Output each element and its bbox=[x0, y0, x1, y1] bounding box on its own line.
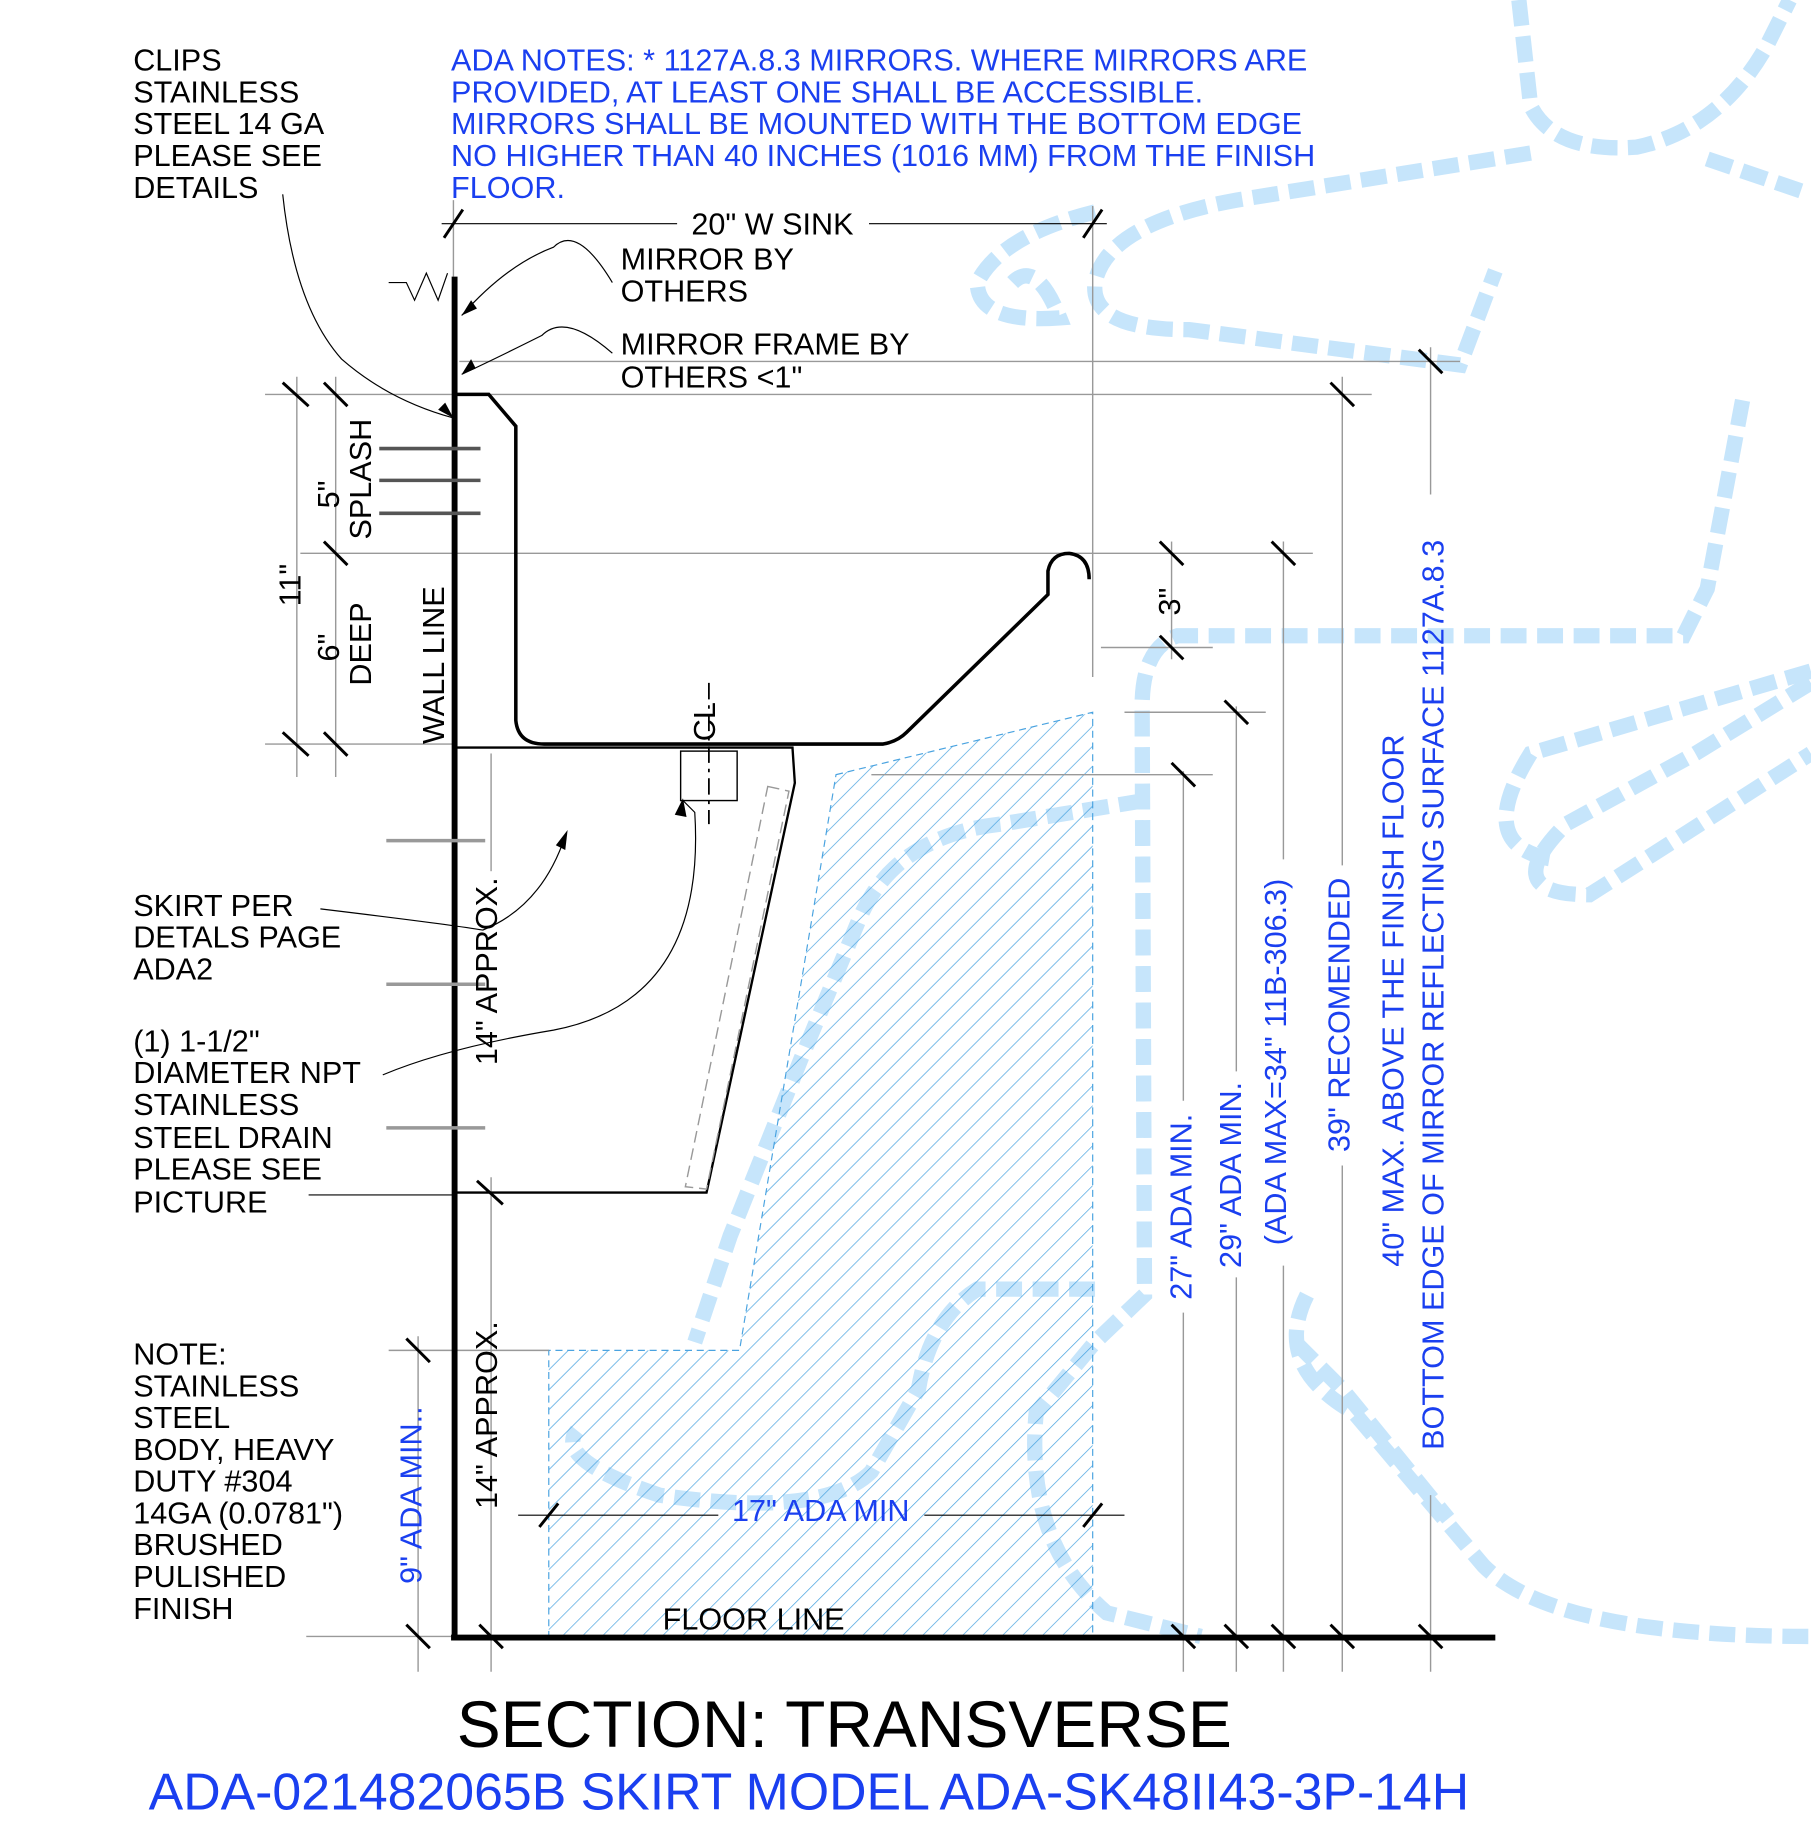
leader-lines bbox=[282, 194, 697, 1196]
dimension-ticks bbox=[281, 208, 1444, 1650]
wall-break-symbol bbox=[388, 271, 449, 302]
skirt-height-dim: 14" APPROX. bbox=[470, 877, 504, 1065]
height-27-dim: 27" ADA MIN. bbox=[1165, 1114, 1199, 1300]
rim-offset-dim: 3" bbox=[1153, 588, 1187, 616]
clearance-height-dim: 14" APPROX. bbox=[470, 1321, 504, 1509]
height-34-dim: (ADA MAX=34" 11B-306.3) bbox=[1259, 879, 1293, 1246]
depth-min-dim: 17" ADA MIN bbox=[732, 1494, 910, 1528]
sink-bowl-outline bbox=[454, 392, 1091, 746]
deep-label: DEEP bbox=[344, 602, 378, 685]
reference-lines bbox=[265, 200, 1461, 1672]
drawing-title: SECTION: TRANSVERSE bbox=[457, 1687, 1232, 1761]
floor-line-label: FLOOR LINE bbox=[663, 1602, 845, 1636]
centerline-symbol: CL bbox=[688, 702, 722, 741]
skirt-bracket bbox=[684, 785, 790, 1190]
height-39-dim: 39" RECOMENDED bbox=[1322, 878, 1356, 1152]
deep-dim: 6" bbox=[312, 634, 346, 662]
ada-notes: ADA NOTES: * 1127A.8.3 MIRRORS. WHERE MI… bbox=[451, 44, 1315, 205]
drain bbox=[679, 682, 738, 825]
drawing-subtitle: ADA-021482065B SKIRT MODEL ADA-SK48II43-… bbox=[149, 1763, 1470, 1821]
arrowheads bbox=[438, 300, 687, 851]
mirror-edge-dim: BOTTOM EDGE OF MIRROR REFLECTING SURFACE… bbox=[1417, 540, 1451, 1450]
wall-line-label: WALL LINE bbox=[417, 586, 451, 744]
skirt-outline bbox=[455, 746, 797, 1194]
height-40-dim: 40" MAX. ABOVE THE FINISH FLOOR bbox=[1376, 735, 1410, 1267]
wall-screws bbox=[379, 446, 486, 1130]
height-29-dim: 29" ADA MIN. bbox=[1214, 1082, 1248, 1268]
splash-label: SPLASH bbox=[344, 419, 378, 540]
total-depth-dim: 11" bbox=[273, 564, 307, 607]
splash-dim: 5" bbox=[312, 481, 346, 509]
knee-min-dim: 9" ADA MIN.. bbox=[395, 1406, 429, 1583]
sink-width-dim: 20" W SINK bbox=[691, 207, 854, 241]
